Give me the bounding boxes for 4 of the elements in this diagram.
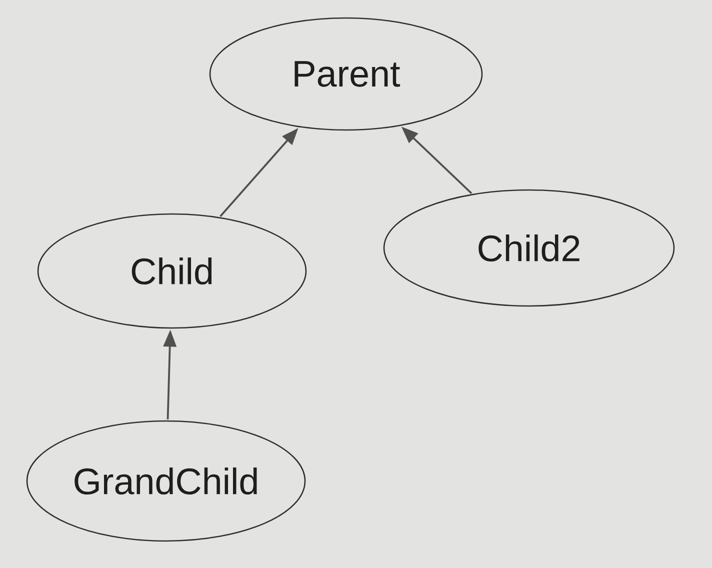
ellipse-node: Child bbox=[37, 213, 307, 329]
ellipse-node: Parent bbox=[209, 17, 483, 131]
ellipse-node: GrandChild bbox=[26, 420, 306, 542]
ellipse-node: Child2 bbox=[383, 189, 675, 307]
